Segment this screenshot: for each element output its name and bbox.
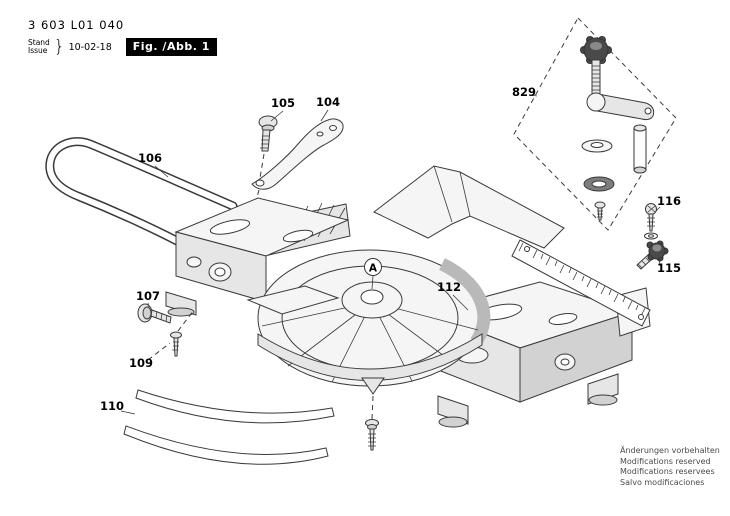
callout-116: 116	[657, 194, 681, 208]
bolt-105-drawing	[250, 115, 278, 221]
issue-date: 10-02-18	[68, 41, 112, 53]
callout-105: 105	[271, 96, 295, 110]
notice-fr: Modifications reservees	[620, 467, 715, 476]
pin-829	[633, 124, 647, 174]
screw-109-drawing	[170, 309, 195, 357]
callout-104: 104	[316, 95, 340, 109]
threaded-stud-829	[591, 59, 601, 95]
legal-notices: Änderungen vorbehalten Modifications res…	[620, 446, 720, 488]
handle-arm-829	[586, 92, 655, 121]
callout-109: 109	[129, 356, 153, 370]
screw-116-drawing	[644, 203, 658, 240]
callout-107: 107	[136, 289, 160, 303]
brace-glyph: }	[53, 37, 65, 57]
issue-labels: Stand Issue	[28, 39, 50, 55]
fence-plate-drawing	[373, 165, 565, 249]
notice-es: Salvo modificaciones	[620, 477, 705, 487]
callout-106: 106	[138, 151, 162, 165]
figure-badge: Fig. /Abb. 1	[125, 38, 217, 56]
knob-115-drawing	[636, 240, 669, 270]
issue-row: Stand Issue } 10-02-18 Fig. /Abb. 1	[28, 38, 217, 56]
drawing-header: 3 603 L01 040 Stand Issue } 10-02-18 Fig…	[28, 18, 217, 56]
callout-110: 110	[100, 399, 124, 413]
bolt-107-drawing	[137, 303, 172, 324]
left-base-drawing	[165, 197, 351, 317]
notice-en: Modifications reserved	[620, 456, 711, 466]
notice-de: Änderungen vorbehalten	[620, 446, 720, 455]
detail-a-letter: A	[369, 263, 378, 275]
clamp-assembly-829-drawing	[513, 17, 677, 231]
handle-106-drawing	[45, 137, 238, 257]
callout-labels: 105 104 106 829 116 115 112 107 109 110	[100, 85, 681, 413]
bottom-screw-drawing	[365, 395, 379, 451]
scale-ruler-drawing	[511, 239, 651, 327]
callout-829: 829	[512, 85, 536, 99]
callout-115: 115	[657, 261, 681, 275]
detail-a-marker: A	[364, 258, 382, 290]
stand-label: Stand	[28, 38, 50, 47]
star-knob-829	[580, 36, 612, 64]
part-number: 3 603 L01 040	[28, 18, 125, 32]
insert-plates-110-drawing	[123, 389, 335, 465]
bracket-104-drawing	[251, 118, 344, 190]
issue-label: Issue	[28, 46, 48, 55]
screw-829	[594, 201, 606, 221]
leader-lines	[120, 94, 661, 415]
ring-829	[583, 176, 615, 192]
callout-112: 112	[437, 280, 461, 294]
washer-829	[581, 139, 613, 153]
